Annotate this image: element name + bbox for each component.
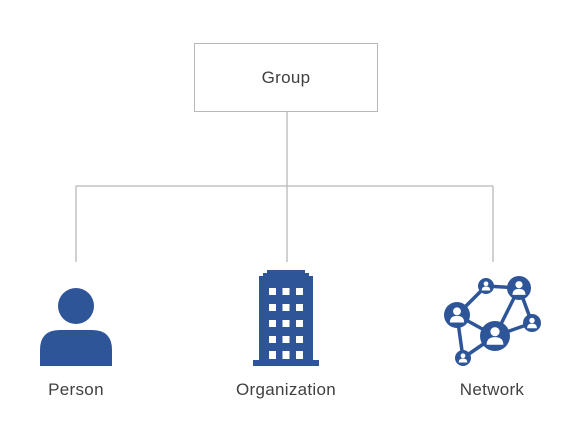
group-label: Group: [261, 67, 311, 87]
network-label: Network: [459, 380, 525, 399]
group-box: Group: [194, 43, 378, 112]
network-node: Network: [407, 262, 577, 400]
organization-node: Organization: [201, 262, 371, 400]
person-label: Person: [48, 380, 104, 399]
network-icon: [440, 262, 544, 366]
organization-label: Organization: [236, 380, 336, 399]
building-icon: [253, 262, 319, 366]
person-node: Person: [0, 262, 161, 400]
person-icon: [36, 262, 116, 366]
